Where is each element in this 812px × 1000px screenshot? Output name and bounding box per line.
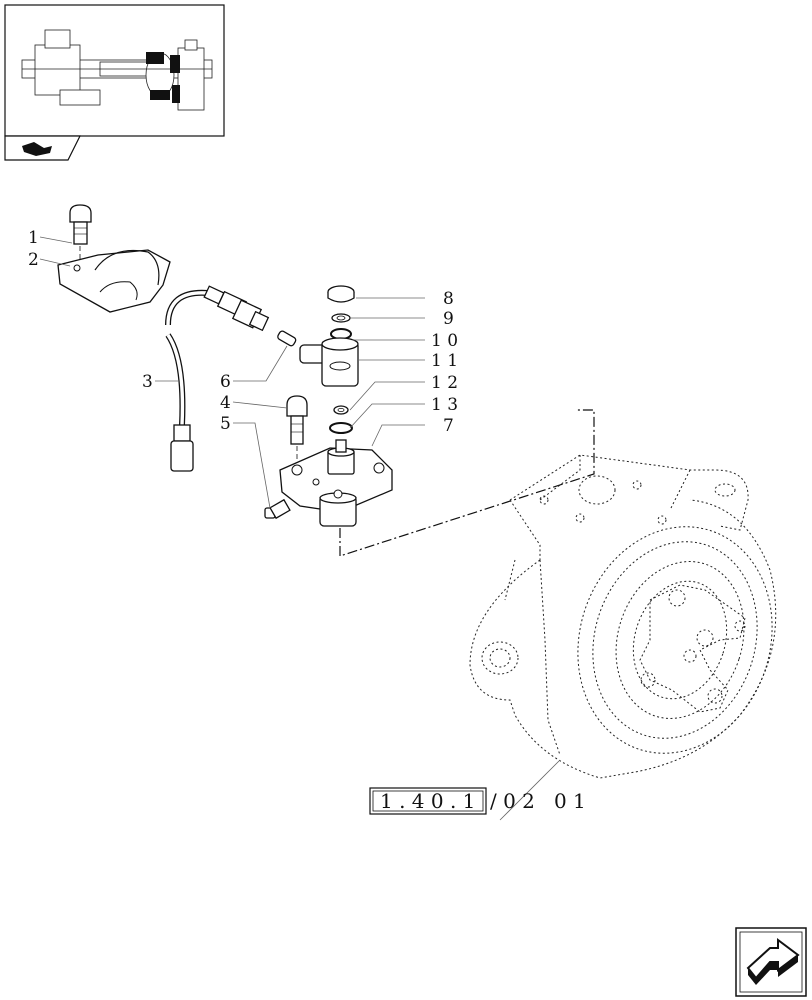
label-7: 7 [443, 416, 454, 436]
label-8: 8 [443, 289, 454, 309]
callout-labels: 1 2 3 4 5 6 7 8 9 1 0 1 1 1 2 1 3 [28, 228, 458, 436]
reference-suffix: / 0 2 0 1 [490, 789, 586, 813]
part-6-pin [277, 330, 297, 347]
part-11-sensor-body [299, 337, 359, 387]
part-9-washer [331, 313, 351, 323]
label-4: 4 [220, 393, 231, 413]
reference-link[interactable]: 1 . 4 0 . 1 / 0 2 0 1 [369, 787, 586, 815]
label-11: 1 1 [431, 351, 458, 371]
label-12: 1 2 [431, 373, 458, 393]
part-2-clamp-bracket [57, 249, 171, 313]
part-8-cap [327, 285, 355, 303]
label-2: 2 [28, 250, 39, 270]
label-1: 1 [28, 228, 39, 248]
part-4-bolt [286, 395, 308, 470]
label-10: 1 0 [431, 331, 458, 351]
alignment-line [339, 409, 595, 557]
label-5: 5 [220, 414, 231, 434]
tractor-tab-icon[interactable] [4, 135, 81, 161]
part-13-oring [329, 422, 353, 434]
label-6: 6 [220, 372, 231, 392]
axle-assembly-thumbnail[interactable] [4, 4, 225, 137]
next-page-arrow-icon[interactable] [735, 927, 807, 997]
part-5-grease-fitting [264, 498, 291, 520]
label-9: 9 [443, 309, 454, 329]
label-13: 1 3 [431, 395, 458, 415]
reference-code: 1 . 4 0 . 1 [380, 789, 475, 813]
leader-lines [39, 236, 561, 821]
label-3: 3 [142, 372, 153, 392]
part-12-washer [333, 405, 349, 415]
part-7-housing-flange [279, 439, 393, 527]
part-3-sensor-cable [165, 285, 270, 472]
part-1-bolt [69, 204, 92, 272]
axle-housing-ghost [469, 454, 777, 779]
